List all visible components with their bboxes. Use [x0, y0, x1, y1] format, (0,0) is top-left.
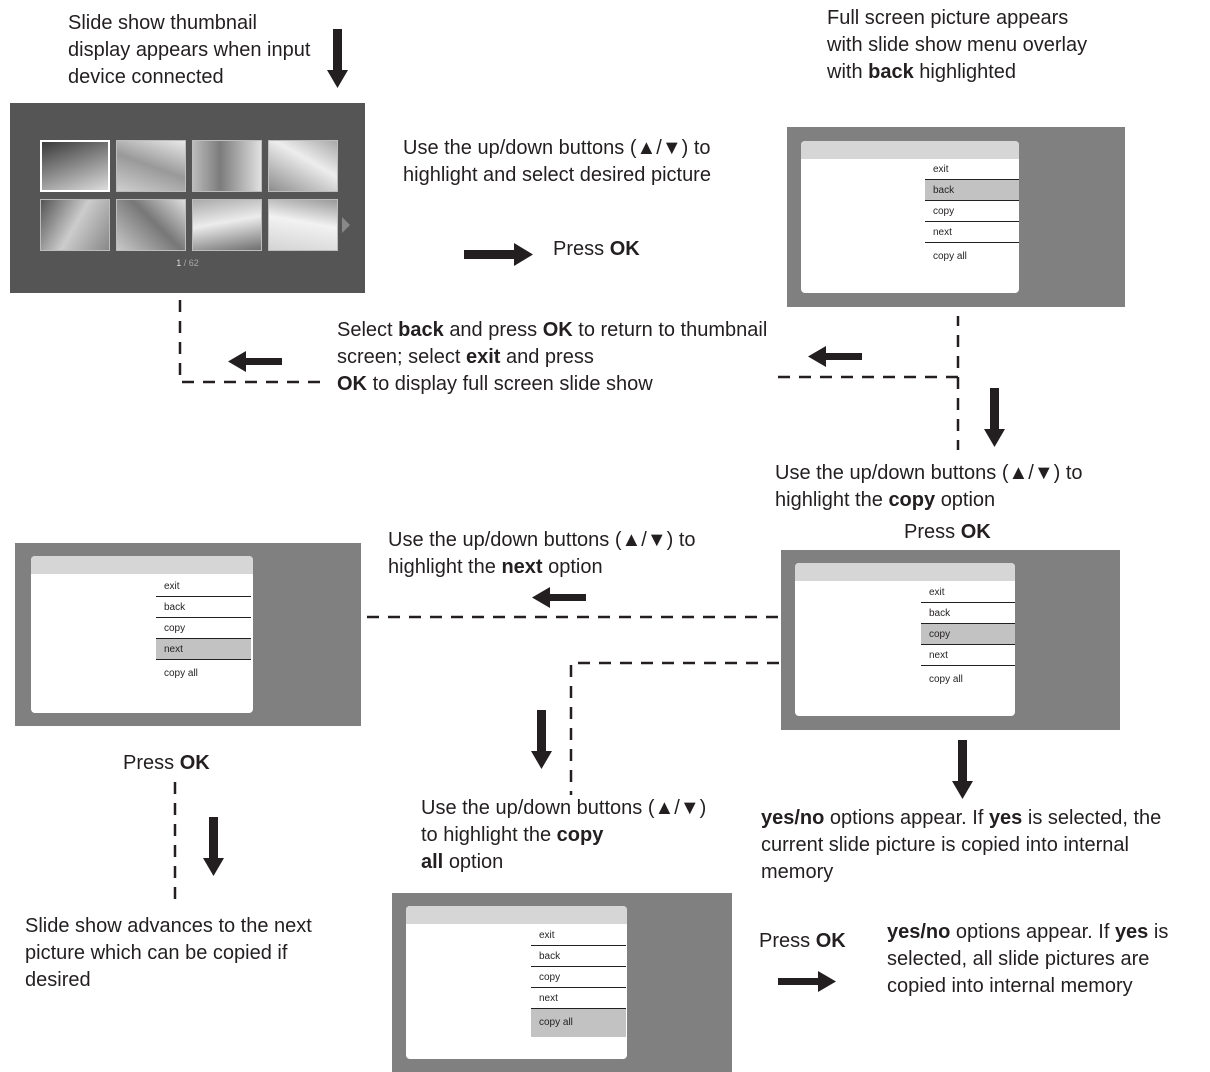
menu-item-next[interactable]: next [156, 639, 251, 660]
thumbnail-7 [192, 199, 262, 251]
arrow-down-icon [531, 710, 552, 769]
step6-label: Slide show advances to the next picture … [25, 915, 312, 991]
step5-press-ok: Press OK [123, 752, 210, 774]
menu-item-exit[interactable]: exit [921, 582, 1015, 603]
yesno-keyword: yes/no [887, 921, 951, 943]
step2-label: Use the up/down buttons (▲/▼) to highlig… [403, 137, 711, 186]
panel-header [795, 563, 1015, 581]
arrow-down-icon [203, 817, 224, 876]
panel-header [801, 141, 1019, 159]
menu-item-exit[interactable]: exit [156, 576, 251, 597]
menu-screen-copy-all: exit back copy next copy all [392, 893, 732, 1072]
slide-menu: exit back copy next copy all [925, 159, 1019, 271]
thumbnail-1 [40, 140, 110, 192]
dashed-connector-copy-all [569, 661, 779, 795]
menu-item-copy[interactable]: copy [531, 967, 626, 988]
menu-item-next[interactable]: next [531, 988, 626, 1009]
arrow-right-icon [464, 243, 533, 266]
ok-keyword: OK [815, 930, 846, 952]
return-note: Select back and press OK to return to th… [337, 319, 768, 395]
dashed-connector-return-right [778, 316, 960, 379]
menu-item-next[interactable]: next [925, 222, 1019, 243]
step5-label: Use the up/down buttons (▲/▼) to highlig… [388, 529, 696, 578]
thumbnail-2 [116, 140, 186, 192]
dashed-connector-return [178, 300, 326, 384]
step2-press-ok: Press OK [553, 236, 640, 263]
menu-screen-copy: exit back copy next copy all [781, 550, 1120, 730]
menu-item-exit[interactable]: exit [925, 159, 1019, 180]
menu-item-copy-all[interactable]: copy all [929, 674, 963, 685]
menu-screen-back: exit back copy next copy all [787, 127, 1125, 307]
yes-keyword: yes [1114, 921, 1149, 943]
thumbnail-screen: 1 / 62 [10, 103, 365, 293]
menu-item-copy[interactable]: copy [925, 201, 1019, 222]
step7-label: yes/no options appear. If yes is selecte… [761, 807, 1162, 883]
menu-item-copy-all[interactable]: copy all [164, 668, 198, 679]
yesno-keyword: yes/no [761, 807, 825, 829]
arrow-down-icon [327, 29, 348, 88]
thumbnail-3 [192, 140, 262, 192]
menu-item-back[interactable]: back [156, 597, 251, 618]
copy-keyword: copy [888, 489, 936, 511]
back-keyword: back [398, 319, 444, 341]
arrow-down-icon [984, 388, 1005, 447]
arrow-right-icon [778, 971, 836, 992]
exit-keyword: exit [465, 346, 501, 368]
menu-item-copy-all[interactable]: copy all [933, 251, 967, 262]
slide-menu: exit back copy next copy all [921, 582, 1015, 694]
menu-item-copy[interactable]: copy [156, 618, 251, 639]
next-keyword: next [501, 556, 543, 578]
back-keyword: back [868, 61, 914, 83]
panel-header [31, 556, 253, 574]
copy-keyword: copy [556, 824, 604, 846]
arrow-left-icon [808, 346, 862, 367]
step9-press-ok: Press OK [759, 930, 846, 952]
ok-keyword: OK [337, 373, 367, 395]
menu-item-back[interactable]: back [921, 603, 1015, 624]
menu-panel: exit back copy next copy all [31, 556, 253, 713]
step3-label: Full screen picture appears with slide s… [827, 7, 1088, 83]
menu-item-copy[interactable]: copy [921, 624, 1015, 645]
page-counter-total: / 62 [183, 258, 199, 268]
step1-label: Slide show thumbnail display appears whe… [68, 12, 311, 88]
step8-label: Use the up/down buttons (▲/▼) to highlig… [421, 797, 707, 873]
press-label: Press [553, 238, 605, 260]
menu-item-copy-all[interactable]: copy all [531, 1009, 626, 1037]
thumbnail-8 [268, 199, 338, 251]
thumbnail-6 [116, 199, 186, 251]
step4-press-ok: Press OK [904, 521, 991, 543]
ok-keyword: OK [960, 521, 991, 543]
page-counter-current: 1 [176, 258, 182, 268]
slide-menu: exit back copy next copy all [156, 576, 251, 688]
chevron-right-icon [342, 217, 350, 233]
panel-header [406, 906, 627, 924]
arrow-down-icon [952, 740, 973, 799]
ok-keyword: OK [179, 752, 210, 774]
thumbnail-4 [268, 140, 338, 192]
menu-panel: exit back copy next copy all [801, 141, 1019, 293]
menu-item-back[interactable]: back [925, 180, 1019, 201]
step4-label: Use the up/down buttons (▲/▼) to highlig… [775, 462, 1083, 511]
menu-item-back[interactable]: back [531, 946, 626, 967]
menu-panel: exit back copy next copy all [406, 906, 627, 1059]
page-counter: 1 / 62 [10, 258, 365, 268]
arrow-left-icon [228, 351, 282, 372]
arrow-left-icon [532, 587, 586, 608]
menu-item-next[interactable]: next [921, 645, 1015, 666]
ok-keyword: OK [542, 319, 573, 341]
menu-panel: exit back copy next copy all [795, 563, 1015, 716]
menu-screen-next: exit back copy next copy all [15, 543, 361, 726]
menu-item-exit[interactable]: exit [531, 925, 626, 946]
step9-label: yes/no options appear. If yes is selecte… [887, 921, 1169, 997]
ok-label: OK [609, 238, 640, 260]
slide-menu: exit back copy next copy all [531, 925, 626, 1037]
all-keyword: all [421, 851, 444, 873]
thumbnail-5 [40, 199, 110, 251]
yes-keyword: yes [988, 807, 1023, 829]
